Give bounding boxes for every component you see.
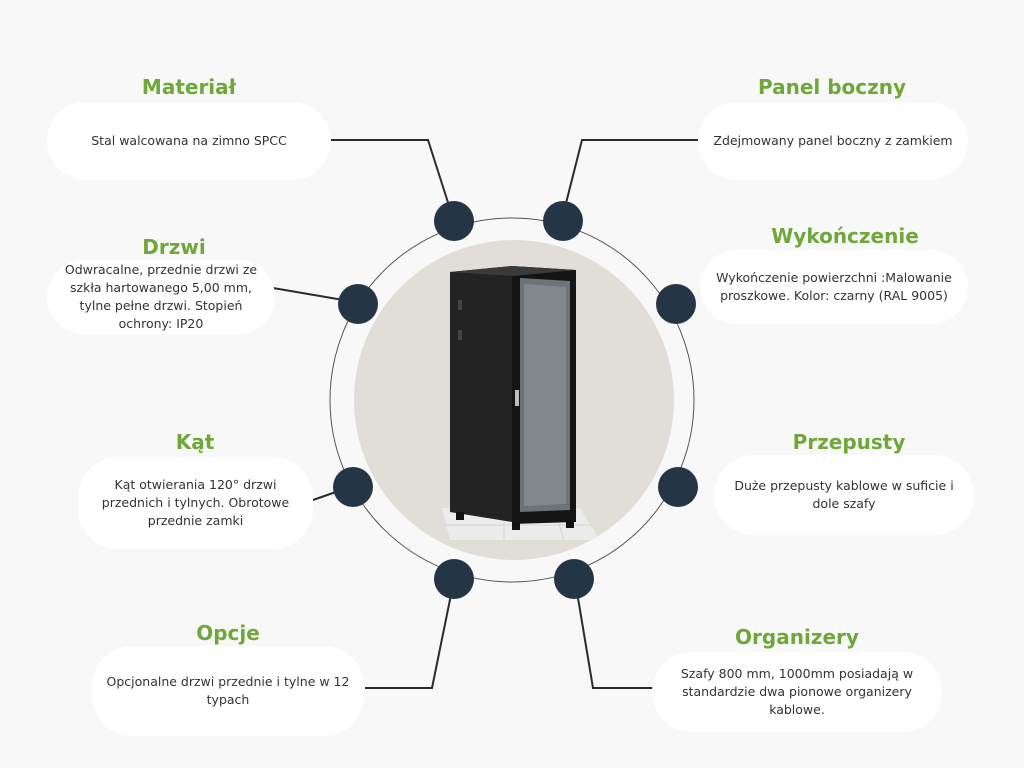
node-material — [434, 201, 474, 241]
connector-material — [330, 139, 453, 216]
feature-card-material: Stal walcowana na zimno SPCC — [47, 102, 331, 180]
cabinet-foot — [512, 522, 520, 530]
feature-text-cable-entries: Duże przepusty kablowe w suficie i dole … — [734, 478, 954, 511]
feature-text-material: Stal walcowana na zimno SPCC — [91, 133, 287, 148]
connector-options — [365, 579, 455, 689]
node-finish — [656, 284, 696, 324]
feature-card-angle: Kąt otwierania 120° drzwi przednich i ty… — [78, 457, 313, 549]
connector-side-panel — [562, 139, 698, 216]
feature-title-angle: Kąt — [175, 430, 215, 454]
cabinet-foot — [566, 520, 574, 528]
feature-title-options: Opcje — [196, 621, 260, 645]
feature-card-options: Opcjonalne drzwi przednie i tylne w 12 t… — [92, 646, 364, 736]
feature-title-material: Materiał — [141, 75, 237, 99]
feature-title-finish: Wykończenie — [771, 224, 919, 248]
feature-text-organizers: Szafy 800 mm, 1000mm posiadają w standar… — [680, 666, 914, 717]
feature-card-organizers: Szafy 800 mm, 1000mm posiadają w standar… — [652, 652, 942, 732]
node-cable-entries — [658, 467, 698, 507]
product-photo-circle — [354, 240, 674, 560]
node-options — [434, 559, 474, 599]
feature-text-finish: Wykończenie powierzchni :Malowanie prosz… — [716, 270, 952, 303]
door-handle — [515, 390, 519, 406]
cabinet-foot — [456, 512, 464, 520]
node-side-panel — [543, 201, 583, 241]
cabinet-side — [450, 266, 512, 522]
feature-text-options: Opcjonalne drzwi przednie i tylne w 12 t… — [106, 674, 350, 707]
feature-card-cable-entries: Duże przepusty kablowe w suficie i dole … — [714, 455, 974, 535]
feature-text-angle: Kąt otwierania 120° drzwi przednich i ty… — [101, 477, 290, 528]
connector-organizers — [574, 579, 653, 689]
node-angle — [333, 467, 373, 507]
node-organizers — [554, 559, 594, 599]
outer-ring — [329, 217, 695, 583]
feature-card-side-panel: Zdejmowany panel boczny z zamkiem — [698, 102, 968, 180]
feature-text-doors: Odwracalne, przednie drzwi ze szkła hart… — [64, 262, 258, 331]
feature-title-doors: Drzwi — [142, 235, 206, 259]
feature-title-side-panel: Panel boczny — [757, 75, 907, 99]
cabinet-top — [450, 266, 576, 276]
feature-card-finish: Wykończenie powierzchni :Malowanie prosz… — [700, 250, 968, 324]
node-doors — [338, 284, 378, 324]
rack-cabinet-illustration — [442, 266, 600, 541]
feature-title-organizers: Organizery — [735, 625, 859, 649]
feature-text-side-panel: Zdejmowany panel boczny z zamkiem — [713, 133, 953, 148]
feature-card-doors: Odwracalne, przednie drzwi ze szkła hart… — [47, 260, 275, 334]
feature-title-cable-entries: Przepusty — [792, 430, 906, 454]
